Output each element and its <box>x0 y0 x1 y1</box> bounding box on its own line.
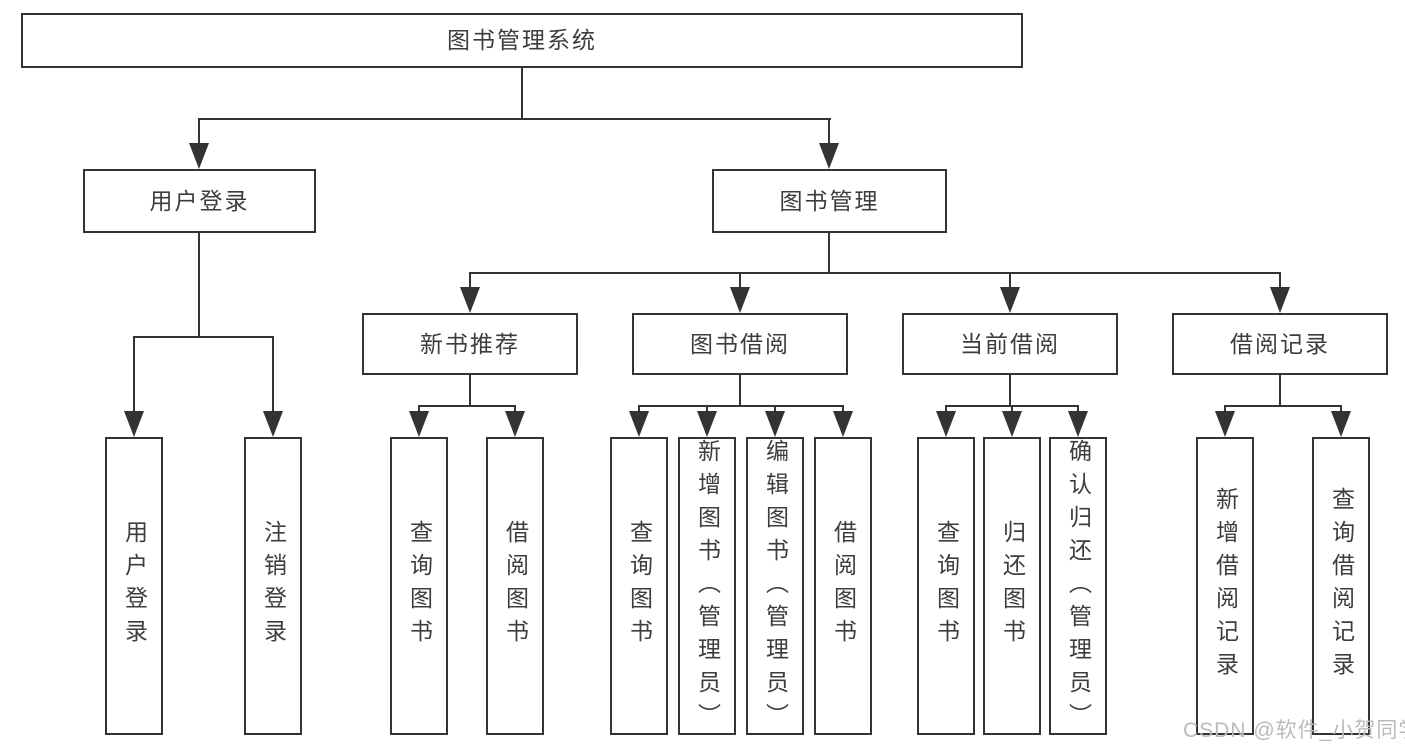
connector-line <box>469 272 1281 274</box>
connector-line <box>418 405 516 407</box>
arrow-down-icon <box>1215 411 1235 437</box>
connector-line <box>739 272 741 292</box>
arrow-down-icon <box>505 411 525 437</box>
connector-line <box>739 375 741 407</box>
arrow-down-icon <box>1000 287 1020 313</box>
node-library-system: 图书管理系统 <box>21 13 1023 68</box>
connector-line <box>198 233 200 338</box>
node-user-login: 用户登录 <box>83 169 316 233</box>
node-book-management: 图书管理 <box>712 169 947 233</box>
node-leaf-logout: 注销登录 <box>244 437 302 735</box>
arrow-down-icon <box>1331 411 1351 437</box>
arrow-down-icon <box>697 411 717 437</box>
arrow-down-icon <box>409 411 429 437</box>
arrow-down-icon <box>765 411 785 437</box>
arrow-down-icon <box>819 143 839 169</box>
arrow-down-icon <box>1002 411 1022 437</box>
connector-line <box>272 336 274 416</box>
node-new-book-recommendation: 新书推荐 <box>362 313 578 375</box>
node-leaf-query-books-2: 查询图书 <box>610 437 668 735</box>
csdn-watermark: CSDN @软件_小贺同学 <box>1183 719 1405 742</box>
node-leaf-borrow-books-1: 借阅图书 <box>486 437 544 735</box>
node-leaf-add-books-admin: 新增图书（管理员） <box>678 437 736 736</box>
connector-line <box>638 405 844 407</box>
node-book-borrowing: 图书借阅 <box>632 313 848 375</box>
arrow-down-icon <box>189 143 209 169</box>
connector-line <box>828 233 830 274</box>
arrow-down-icon <box>460 287 480 313</box>
arrow-down-icon <box>263 411 283 437</box>
connector-line <box>133 336 135 416</box>
connector-line <box>1279 272 1281 292</box>
node-leaf-query-borrow-record: 查询借阅记录 <box>1312 437 1370 735</box>
connector-line <box>828 118 830 150</box>
arrow-down-icon <box>833 411 853 437</box>
node-leaf-query-books-1: 查询图书 <box>390 437 448 735</box>
arrow-down-icon <box>124 411 144 437</box>
connector-line <box>1224 405 1342 407</box>
node-leaf-borrow-books-2: 借阅图书 <box>814 437 872 735</box>
node-leaf-query-books-3: 查询图书 <box>917 437 975 735</box>
node-leaf-user-login: 用户登录 <box>105 437 163 735</box>
node-leaf-add-borrow-record: 新增借阅记录 <box>1196 437 1254 735</box>
arrow-down-icon <box>936 411 956 437</box>
connector-line <box>469 272 471 292</box>
arrow-down-icon <box>730 287 750 313</box>
node-current-borrowing: 当前借阅 <box>902 313 1118 375</box>
arrow-down-icon <box>1068 411 1088 437</box>
connector-line <box>1009 375 1011 407</box>
node-leaf-edit-books-admin: 编辑图书（管理员） <box>746 437 804 736</box>
connector-line <box>199 118 831 120</box>
node-borrowing-records: 借阅记录 <box>1172 313 1388 375</box>
connector-line <box>133 336 274 338</box>
node-leaf-return-books: 归还图书 <box>983 437 1041 735</box>
connector-line <box>1009 272 1011 292</box>
connector-line <box>469 375 471 407</box>
node-leaf-confirm-return-admin: 确认归还（管理员） <box>1049 437 1107 736</box>
connector-line <box>198 118 200 150</box>
arrow-down-icon <box>629 411 649 437</box>
connector-line <box>521 68 523 120</box>
arrow-down-icon <box>1270 287 1290 313</box>
connector-line <box>1279 375 1281 407</box>
